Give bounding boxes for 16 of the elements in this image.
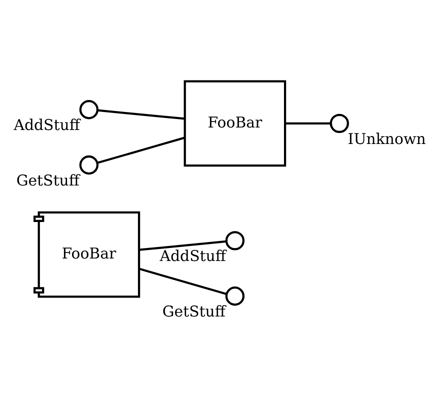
connector — [138, 268, 226, 295]
node-circle — [78, 100, 98, 120]
node-label: AddStuff — [159, 247, 226, 266]
node-circle — [224, 286, 244, 306]
connector — [284, 122, 330, 125]
node-label: IUnknown — [347, 130, 426, 148]
node-label: AddStuff — [13, 116, 80, 134]
node-circle — [78, 155, 98, 175]
node-label: GetStuff — [162, 302, 225, 321]
node-label: GetStuff — [16, 171, 79, 190]
node-circle — [329, 114, 348, 134]
connector — [96, 136, 184, 164]
node-circle — [224, 231, 244, 250]
connector — [97, 109, 184, 120]
connector — [138, 240, 226, 251]
node-box: FooBar — [183, 80, 286, 167]
